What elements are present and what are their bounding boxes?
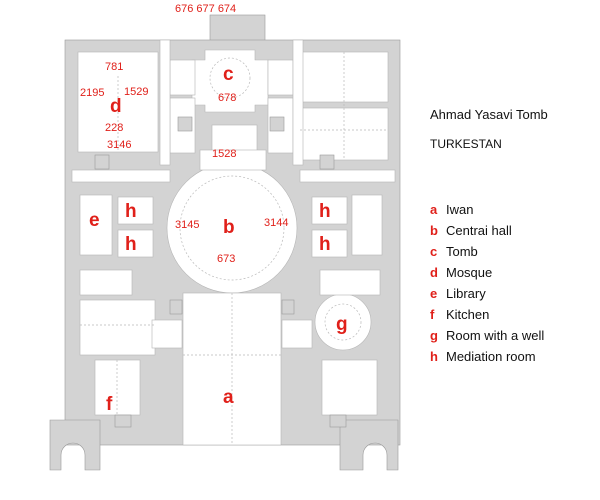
legend-label: Kitchen — [446, 307, 490, 322]
room-letter-h-se: h — [319, 234, 331, 255]
room-letter-g: g — [336, 314, 348, 335]
room-number-1529: 1529 — [124, 86, 148, 98]
legend-key: f — [430, 307, 435, 322]
legend-key: b — [430, 223, 438, 238]
legend-label: Tomb — [446, 244, 478, 259]
room-number-2195: 2195 — [80, 87, 104, 99]
room-letter-d: d — [110, 96, 122, 117]
room-number-673: 673 — [217, 253, 235, 265]
legend-item-a: a Iwan — [430, 199, 544, 220]
legend-item-h: h Mediation room — [430, 346, 544, 367]
room-number-781: 781 — [105, 61, 123, 73]
legend-label: Centrai hall — [446, 223, 512, 238]
room-letter-b: b — [223, 217, 235, 238]
room-number-228: 228 — [105, 122, 123, 134]
legend-item-b: b Centrai hall — [430, 220, 544, 241]
legend-label: Mosque — [446, 265, 493, 280]
legend-item-d: d Mosque — [430, 262, 544, 283]
plan-squares — [94, 116, 347, 428]
legend-label: Room with a well — [446, 328, 545, 343]
legend: a Iwan b Centrai hall c Tomb d Mosque e Libra… — [430, 199, 544, 367]
room-letter-e: e — [89, 210, 100, 231]
legend-key: a — [430, 202, 438, 217]
room-number-3146: 3146 — [107, 139, 131, 151]
legend-key: h — [430, 349, 438, 364]
legend-label: Mediation room — [446, 349, 536, 364]
legend-key: g — [430, 328, 438, 343]
legend-label: Library — [446, 286, 486, 301]
legend-item-e: e Library — [430, 283, 544, 304]
plan-location: TURKESTAN — [430, 137, 502, 151]
legend-key: c — [430, 244, 438, 259]
legend-label: Iwan — [446, 202, 474, 217]
room-letter-f: f — [106, 394, 113, 415]
legend-item-g: g Room with a well — [430, 325, 544, 346]
room-letter-h-nw: h — [125, 201, 137, 222]
room-letter-h-ne: h — [319, 201, 331, 222]
plan-dashed-lines — [80, 52, 388, 445]
room-number-top: 676 677 674 — [175, 3, 236, 15]
room-number-1528: 1528 — [212, 148, 236, 160]
legend-item-f: f Kitchen — [430, 304, 544, 325]
room-letter-a: a — [223, 387, 234, 408]
legend-key: d — [430, 265, 438, 280]
plan-title: Ahmad Yasavi Tomb — [430, 107, 548, 122]
legend-key: e — [430, 286, 438, 301]
room-letter-c: c — [223, 64, 234, 85]
room-number-3145: 3145 — [175, 219, 199, 231]
room-letter-h-sw: h — [125, 234, 137, 255]
room-number-3144: 3144 — [264, 217, 288, 229]
floor-plan: 676 677 674 781 2195 1529 228 3146 678 1… — [49, 3, 401, 471]
room-number-678: 678 — [218, 92, 236, 104]
legend-item-c: c Tomb — [430, 241, 544, 262]
